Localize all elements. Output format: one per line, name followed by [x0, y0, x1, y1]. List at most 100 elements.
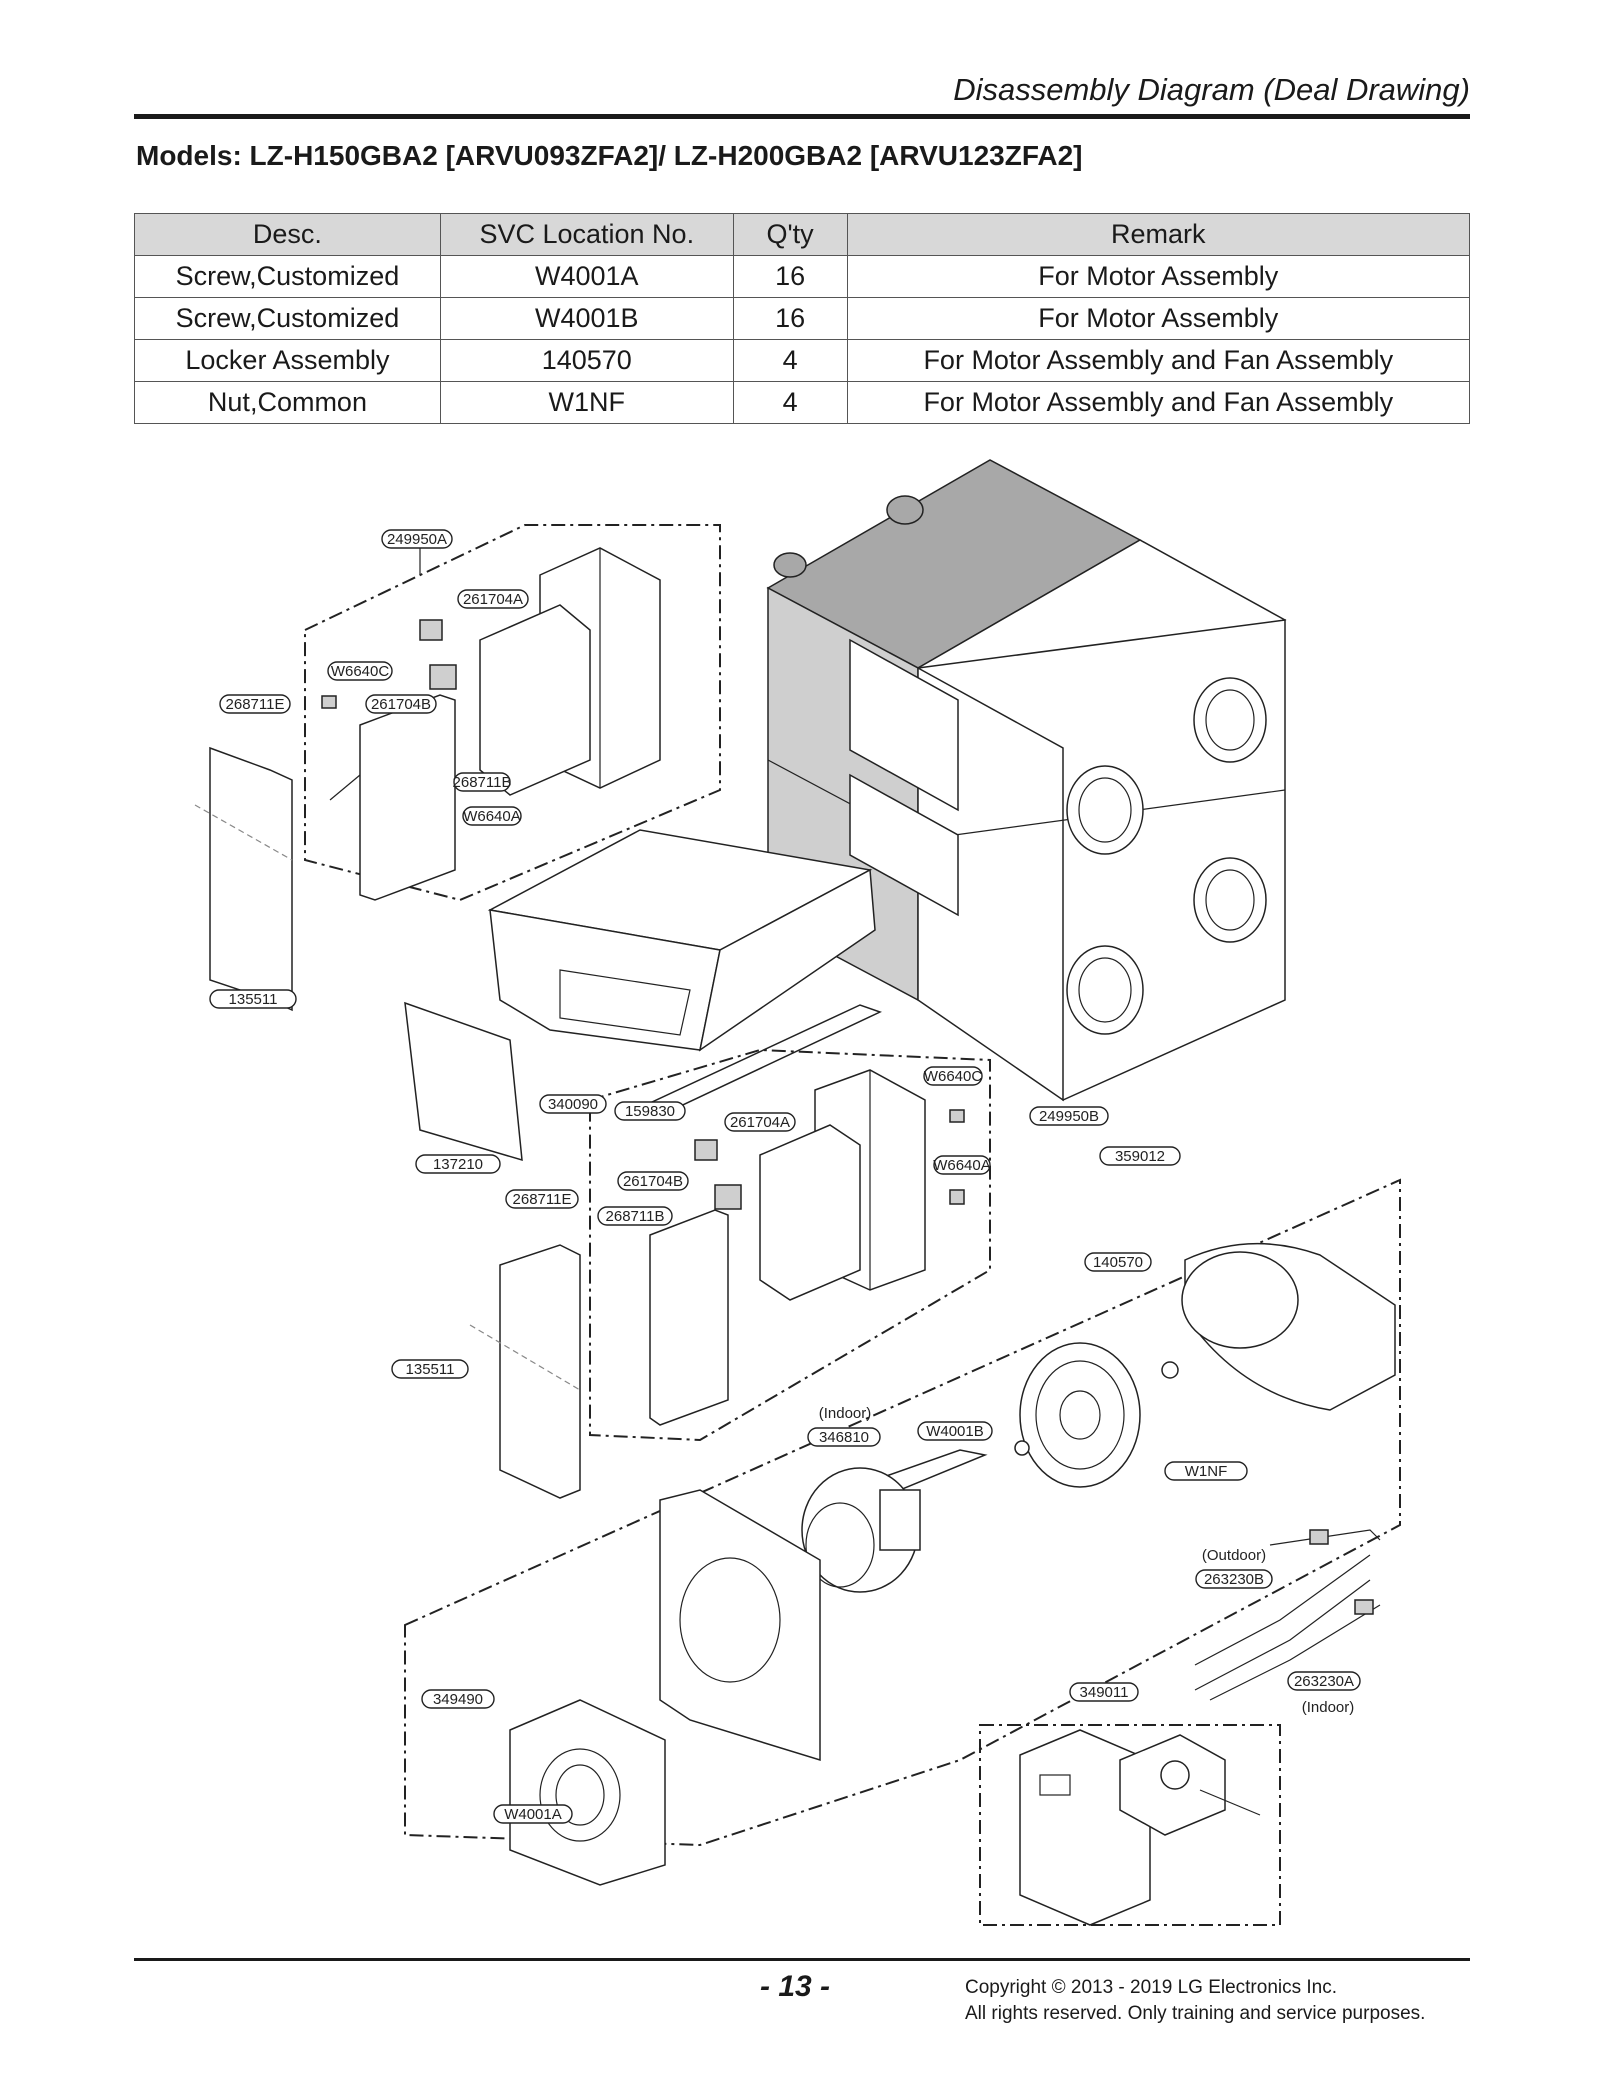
part-label-261704A: 261704A: [724, 1112, 796, 1132]
part-label-W4001B: W4001B: [917, 1421, 993, 1441]
table-row: Screw,Customized W4001A 16 For Motor Ass…: [134, 255, 1471, 298]
cell-qty: 4: [732, 381, 848, 424]
copyright-line: Copyright © 2013 - 2019 LG Electronics I…: [965, 1977, 1338, 1998]
cell-qty: 16: [732, 297, 848, 340]
lower-control-group-outline: [589, 1048, 991, 1442]
lower-side-panel: [499, 1244, 581, 1499]
part-label-263230B: (Outdoor) 263230B: [1195, 1547, 1273, 1589]
svg-text:261704A: 261704A: [730, 1114, 790, 1131]
svg-text:W6640C: W6640C: [924, 1068, 983, 1085]
sub-assembly-349011: [1019, 1729, 1261, 1926]
part-label-263230A: 263230A (Indoor): [1287, 1671, 1361, 1716]
svg-text:346810: 346810: [819, 1429, 869, 1446]
svg-text:W4001A: W4001A: [504, 1806, 562, 1823]
models-title: Models: LZ-H150GBA2 [ARVU093ZFA2]/ LZ-H2…: [136, 140, 1083, 171]
svg-text:249950B: 249950B: [1039, 1108, 1099, 1125]
lower-control-box: [649, 1069, 965, 1426]
svg-text:249950A: 249950A: [387, 531, 447, 548]
svg-text:268711B: 268711B: [453, 774, 512, 791]
svg-text:359012: 359012: [1115, 1148, 1165, 1165]
svg-text:W1NF: W1NF: [1185, 1463, 1228, 1480]
cell-qty: 4: [732, 339, 848, 382]
cell-remark: For Motor Assembly: [846, 297, 1471, 340]
cell-desc: Screw,Customized: [134, 297, 441, 340]
svg-text:261704B: 261704B: [371, 696, 431, 713]
sub-assembly-outline: [979, 1724, 1281, 1926]
part-label-261704A: 261704A: [457, 589, 529, 609]
column-header-svc-location: SVC Location No.: [439, 213, 734, 256]
part-label-135511: 135511: [209, 989, 297, 1009]
part-label-137210: 137210: [415, 1154, 501, 1174]
part-label-261704B: 261704B: [365, 694, 437, 714]
part-label-140570: 140570: [1084, 1252, 1152, 1272]
svg-text:(Indoor): (Indoor): [1302, 1699, 1355, 1716]
part-label-249950A: 249950A: [381, 529, 453, 575]
svg-text:268711E: 268711E: [513, 1191, 572, 1208]
part-label-268711B: 268711B: [597, 1206, 673, 1226]
svg-text:159830: 159830: [625, 1103, 675, 1120]
page-header-title: Disassembly Diagram (Deal Drawing): [953, 72, 1470, 107]
heat-exchanger: [404, 829, 882, 1162]
part-label-W6640A: W6640A: [462, 806, 522, 826]
svg-text:268711B: 268711B: [606, 1208, 665, 1225]
table-row: Locker Assembly 140570 4 For Motor Assem…: [134, 339, 1471, 382]
table-row: Screw,Customized W4001B 16 For Motor Ass…: [134, 297, 1471, 340]
exploded-diagram: 249950A 261704A W6640C 268711E 261704B 2…: [194, 459, 1401, 1926]
cell-svc-location: W4001A: [439, 255, 734, 298]
svg-text:349011: 349011: [1080, 1684, 1129, 1701]
part-label-135511: 135511: [391, 1359, 469, 1379]
cell-desc: Locker Assembly: [134, 339, 441, 382]
svg-text:W6640A: W6640A: [463, 808, 521, 825]
svg-text:349490: 349490: [433, 1691, 483, 1708]
svg-text:140570: 140570: [1093, 1254, 1143, 1271]
page-number: - 13 -: [760, 1970, 831, 2003]
cell-svc-location: 140570: [439, 339, 734, 382]
svg-text:(Outdoor): (Outdoor): [1202, 1547, 1266, 1564]
main-unit: [766, 459, 1287, 1102]
svg-text:340090: 340090: [548, 1096, 598, 1113]
sensor-wiring: [1194, 1529, 1381, 1701]
part-label-349490: 349490: [421, 1689, 495, 1709]
upper-side-panel: [209, 746, 293, 1012]
part-label-268711E: 268711E: [505, 1189, 579, 1209]
svg-text:261704B: 261704B: [623, 1173, 683, 1190]
copyright-notice: Copyright © 2013 - 2019 LG Electronics I…: [965, 1975, 1425, 2027]
cell-remark: For Motor Assembly and Fan Assembly: [846, 339, 1471, 382]
cell-qty: 16: [732, 255, 848, 298]
part-label-340090: 340090: [539, 1094, 607, 1114]
cell-svc-location: W4001B: [439, 297, 734, 340]
part-label-W4001A: W4001A: [493, 1804, 573, 1824]
part-label-261704B: 261704B: [617, 1171, 689, 1191]
cell-svc-location: W1NF: [439, 381, 734, 424]
column-header-desc: Desc.: [134, 213, 441, 256]
svg-text:137210: 137210: [433, 1156, 483, 1173]
table-row: Nut,Common W1NF 4 For Motor Assembly and…: [134, 381, 1471, 424]
column-header-remark: Remark: [846, 213, 1471, 256]
cell-desc: Screw,Customized: [134, 255, 441, 298]
table-header-row: Desc. SVC Location No. Q'ty Remark: [134, 213, 1471, 256]
svg-text:263230B: 263230B: [1204, 1571, 1264, 1588]
upper-control-box: [321, 547, 661, 901]
footer-rule: [134, 1958, 1470, 1961]
cell-desc: Nut,Common: [134, 381, 441, 424]
part-label-W6640C: W6640C: [923, 1066, 983, 1086]
part-label-268711E: 268711E: [219, 694, 291, 714]
svg-text:(Indoor): (Indoor): [819, 1405, 872, 1422]
svg-text:135511: 135511: [229, 991, 278, 1008]
header-rule: [134, 114, 1470, 119]
svg-text:W4001B: W4001B: [926, 1423, 984, 1440]
svg-text:W6640A: W6640A: [933, 1157, 991, 1174]
svg-text:263230A: 263230A: [1294, 1673, 1354, 1690]
part-label-W1NF: W1NF: [1164, 1461, 1248, 1481]
svg-text:261704A: 261704A: [463, 591, 523, 608]
part-label-249950B: 249950B: [1029, 1106, 1109, 1126]
fan-motor-group-outline: [404, 1178, 1401, 1847]
part-label-349011: 349011: [1069, 1682, 1139, 1702]
part-label-W6640A: W6640A: [933, 1155, 991, 1175]
fan-motor-assembly: [509, 1242, 1396, 1886]
column-header-qty: Q'ty: [732, 213, 848, 256]
part-label-W6640C: W6640C: [327, 661, 393, 681]
copyright-line: All rights reserved. Only training and s…: [965, 2003, 1426, 2024]
part-label-159830: 159830: [614, 1101, 686, 1121]
svg-text:268711E: 268711E: [226, 696, 285, 713]
